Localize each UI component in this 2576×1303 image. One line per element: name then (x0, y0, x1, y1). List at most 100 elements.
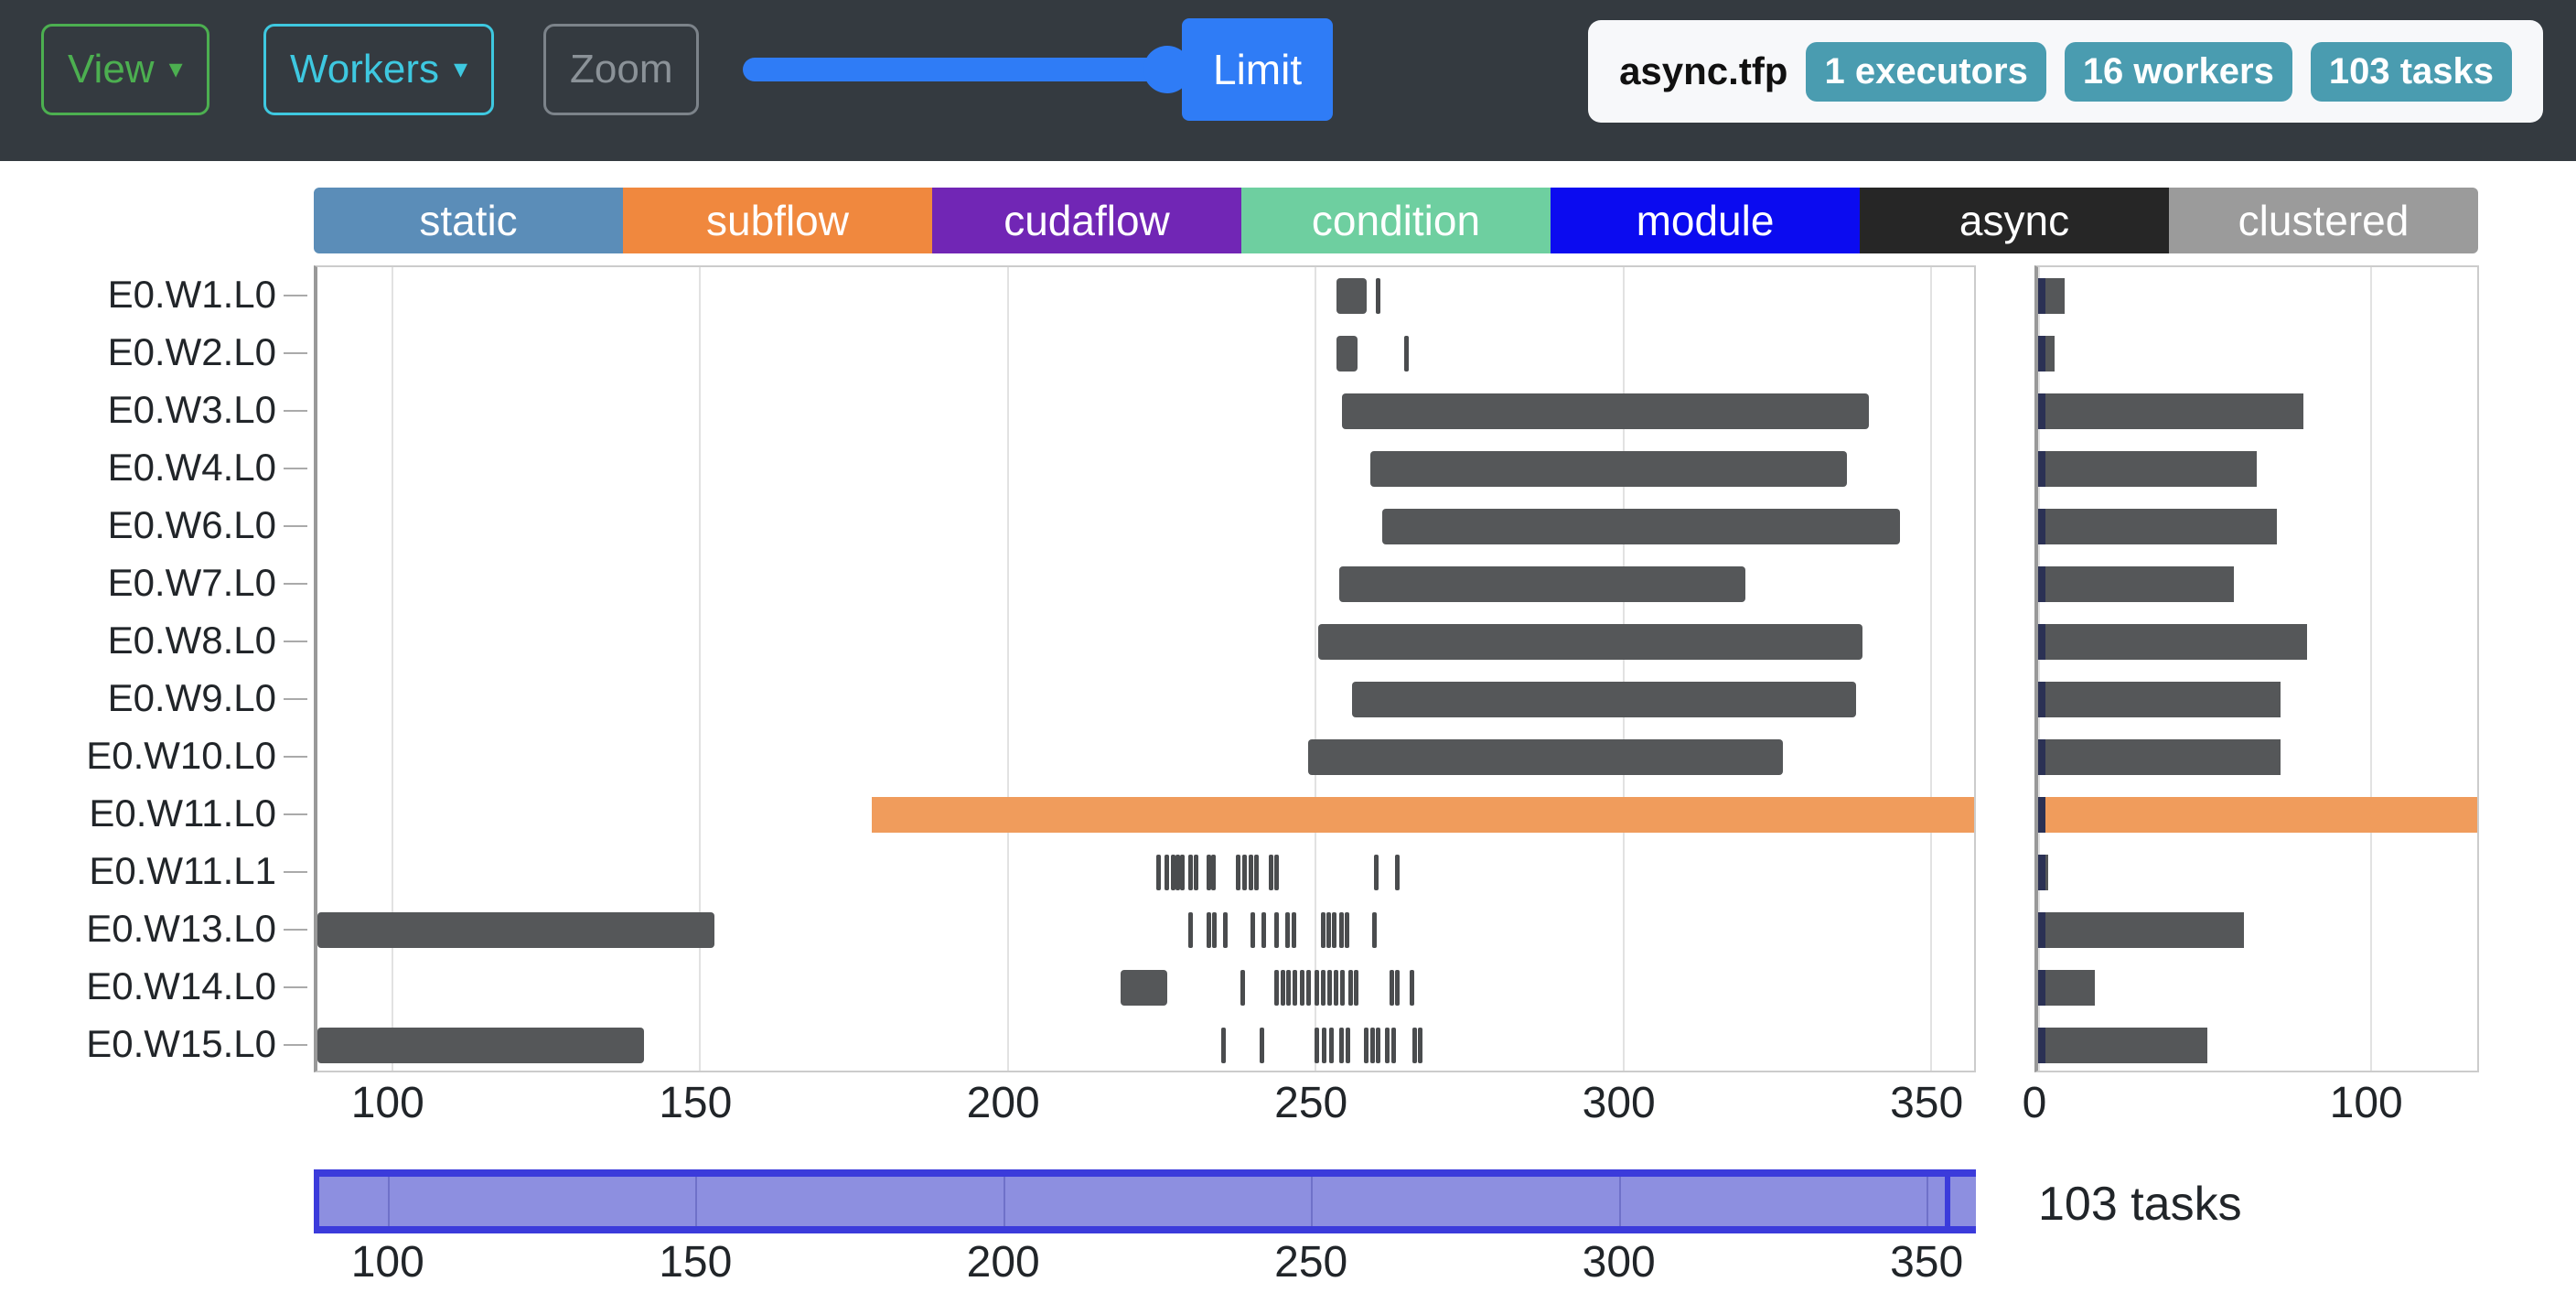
task-tick[interactable] (1339, 1027, 1345, 1064)
task-bar[interactable] (1121, 969, 1167, 1007)
task-tick[interactable] (1300, 969, 1305, 1007)
task-bar[interactable] (871, 796, 1974, 834)
task-bar[interactable] (1339, 565, 1746, 603)
task-tick[interactable] (1180, 854, 1186, 891)
legend-item-module[interactable]: module (1551, 188, 1860, 253)
task-bar[interactable] (317, 911, 715, 949)
task-tick[interactable] (1334, 969, 1339, 1007)
task-tick[interactable] (1206, 854, 1211, 891)
summary-bar[interactable] (2038, 796, 2477, 834)
legend-item-condition[interactable]: condition (1241, 188, 1551, 253)
task-bar[interactable] (1317, 623, 1863, 661)
task-tick[interactable] (1211, 854, 1217, 891)
task-tick[interactable] (1170, 854, 1175, 891)
task-tick[interactable] (1339, 911, 1345, 949)
task-tick[interactable] (1164, 854, 1169, 891)
task-tick[interactable] (1347, 969, 1353, 1007)
task-tick[interactable] (1155, 854, 1161, 891)
task-tick[interactable] (1222, 911, 1228, 949)
summary-bar[interactable] (2038, 969, 2095, 1007)
summary-bar[interactable] (2038, 1027, 2207, 1064)
task-tick[interactable] (1409, 969, 1414, 1007)
task-tick[interactable] (1369, 1027, 1375, 1064)
brush-handle-left[interactable] (314, 1169, 319, 1233)
summary-bar[interactable] (2038, 854, 2048, 891)
task-tick[interactable] (1286, 969, 1292, 1007)
summary-plot[interactable] (2034, 265, 2479, 1072)
task-tick[interactable] (1194, 854, 1199, 891)
task-bar[interactable] (317, 1027, 644, 1064)
task-tick[interactable] (1411, 1027, 1417, 1064)
slider-track[interactable] (743, 46, 1191, 93)
legend-item-async[interactable]: async (1860, 188, 2169, 253)
limit-button[interactable]: Limit (1182, 18, 1334, 121)
summary-bar[interactable] (2038, 508, 2278, 545)
task-tick[interactable] (1280, 969, 1285, 1007)
timeline-plot[interactable] (314, 265, 1976, 1072)
task-tick[interactable] (1394, 854, 1400, 891)
task-tick[interactable] (1390, 1027, 1396, 1064)
task-tick[interactable] (1269, 854, 1274, 891)
task-tick[interactable] (1345, 1027, 1350, 1064)
legend-item-cudaflow[interactable]: cudaflow (932, 188, 1241, 253)
zoom-button[interactable]: Zoom (543, 24, 700, 115)
task-tick[interactable] (1322, 1027, 1327, 1064)
summary-bar[interactable] (2038, 565, 2234, 603)
legend-item-static[interactable]: static (314, 188, 623, 253)
task-tick[interactable] (1326, 911, 1331, 949)
task-tick[interactable] (1376, 1027, 1381, 1064)
task-tick[interactable] (1390, 969, 1395, 1007)
task-tick[interactable] (1305, 969, 1311, 1007)
task-tick[interactable] (1261, 911, 1267, 949)
task-tick[interactable] (1284, 911, 1290, 949)
summary-bar[interactable] (2038, 681, 2281, 718)
task-bar[interactable] (1351, 681, 1857, 718)
task-tick[interactable] (1384, 1027, 1390, 1064)
task-tick[interactable] (1273, 854, 1279, 891)
view-dropdown-button[interactable]: View ▾ (41, 24, 209, 115)
task-tick[interactable] (1236, 854, 1241, 891)
range-brush[interactable] (314, 1169, 1976, 1233)
task-tick[interactable] (1340, 969, 1346, 1007)
task-tick[interactable] (1371, 911, 1377, 949)
summary-bar[interactable] (2038, 738, 2281, 776)
task-bar[interactable] (1369, 450, 1848, 488)
task-bar[interactable] (1336, 335, 1358, 372)
task-bar[interactable] (1308, 738, 1783, 776)
task-tick[interactable] (1248, 854, 1253, 891)
brush-selection[interactable] (314, 1169, 1976, 1233)
task-tick[interactable] (1418, 1027, 1423, 1064)
task-tick[interactable] (1273, 969, 1279, 1007)
task-tick[interactable] (1212, 911, 1218, 949)
task-tick[interactable] (1250, 911, 1256, 949)
task-tick[interactable] (1291, 911, 1296, 949)
task-tick[interactable] (1259, 1027, 1264, 1064)
task-tick[interactable] (1376, 277, 1381, 315)
task-bar[interactable] (1382, 508, 1900, 545)
task-tick[interactable] (1327, 969, 1333, 1007)
summary-bar[interactable] (2038, 623, 2307, 661)
task-tick[interactable] (1273, 911, 1279, 949)
task-tick[interactable] (1292, 969, 1297, 1007)
summary-bar[interactable] (2038, 277, 2065, 315)
workers-dropdown-button[interactable]: Workers ▾ (263, 24, 495, 115)
brush-handle-right[interactable] (1945, 1169, 1950, 1233)
task-tick[interactable] (1240, 969, 1246, 1007)
task-tick[interactable] (1364, 1027, 1369, 1064)
task-tick[interactable] (1206, 911, 1211, 949)
task-tick[interactable] (1254, 854, 1260, 891)
task-bar[interactable] (1336, 277, 1368, 315)
task-tick[interactable] (1403, 335, 1409, 372)
summary-bar[interactable] (2038, 393, 2304, 430)
task-tick[interactable] (1175, 854, 1181, 891)
task-tick[interactable] (1220, 1027, 1226, 1064)
task-tick[interactable] (1345, 911, 1350, 949)
legend-item-clustered[interactable]: clustered (2169, 188, 2478, 253)
task-tick[interactable] (1320, 969, 1326, 1007)
task-tick[interactable] (1395, 969, 1401, 1007)
task-tick[interactable] (1373, 854, 1379, 891)
task-tick[interactable] (1332, 911, 1337, 949)
task-tick[interactable] (1315, 969, 1320, 1007)
summary-bar[interactable] (2038, 911, 2244, 949)
task-tick[interactable] (1329, 1027, 1335, 1064)
